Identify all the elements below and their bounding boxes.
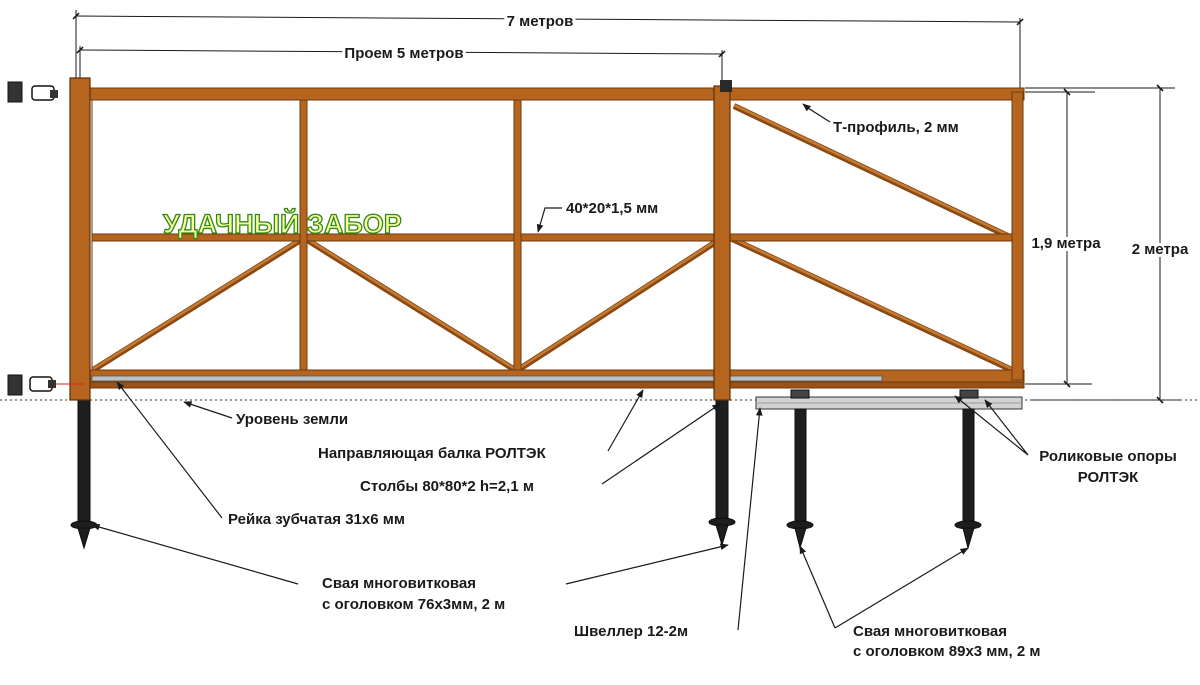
photocell-icon-bottom [7,374,56,396]
channel-label: Швеллер 12-2м [574,623,688,640]
pile-middle [708,399,736,547]
gear-rack-bar [91,375,883,382]
posts-label: Столбы 80*80*2 h=2,1 м [360,478,534,495]
brand-watermark: УДАЧНЫЙ ЗАБОР [163,208,402,239]
screw-piles [70,393,982,550]
pile-channel-2 [954,408,982,550]
opening-width-label: Проем 5 метров [344,45,463,62]
pile-channel-1 [786,408,814,550]
photocell-icon-top [7,81,58,103]
ground-level-label: Уровень земли [236,411,348,428]
pile-large-label-line1: Свая многовитковая [853,623,1007,640]
gate-posts [69,77,732,401]
guide-beam-label: Направляющая балка РОЛТЭК [318,445,547,462]
pile-small-label-line2: с оголовком 76х3мм, 2 м [322,596,505,613]
roller-supports [790,389,979,399]
t-profile-label: Т-профиль, 2 мм [833,119,959,136]
pile-large-label-line2: с оголовком 89х3 мм, 2 м [853,643,1040,660]
total-height-label: 2 метра [1132,241,1189,258]
gear-rack-label: Рейка зубчатая 31х6 мм [228,511,405,528]
pile-small-label-line1: Свая многовитковая [322,575,476,592]
leader-lines [91,103,1029,631]
rollers-label-line2: РОЛТЭК [1078,469,1139,486]
rollers-label-line1: Роликовые опоры [1039,448,1177,465]
total-width-label: 7 метров [507,13,574,30]
profile-pipe-label: 40*20*1,5 мм [566,200,658,217]
frame-height-label: 1,9 метра [1031,235,1101,252]
channel-beam [755,396,1023,410]
gate-frame [81,87,1025,389]
